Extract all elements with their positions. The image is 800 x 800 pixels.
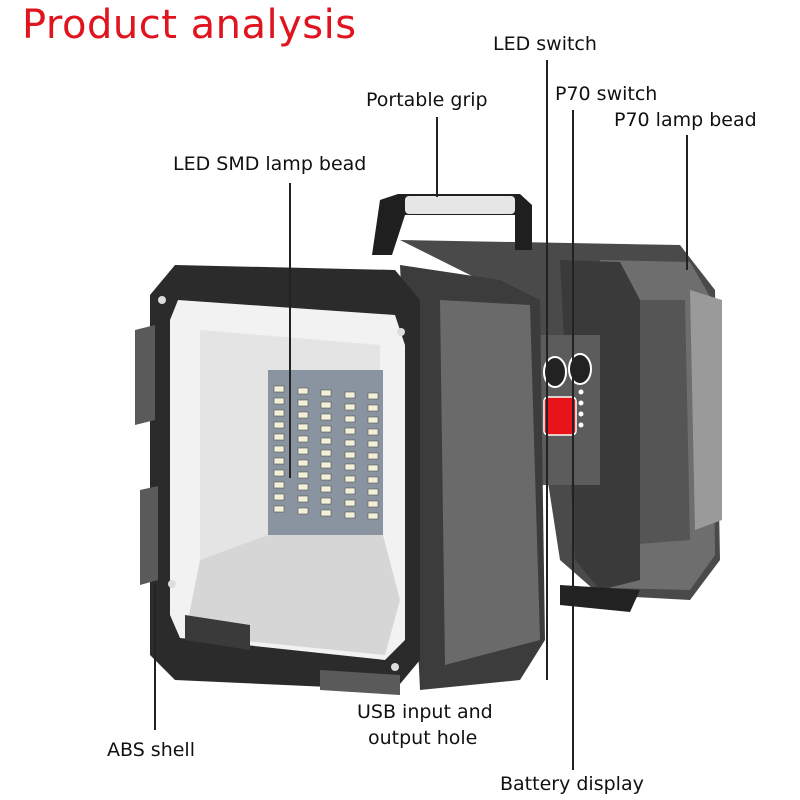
callout-abs-shell: ABS shell xyxy=(107,739,195,761)
page-title: Product analysis xyxy=(22,2,357,48)
callout-p70-lamp-bead: P70 lamp bead xyxy=(614,109,757,131)
leader-line-p70-lamp-bead xyxy=(686,135,688,270)
callout-usb-line1: USB input and xyxy=(357,701,493,723)
leader-line-led-smd xyxy=(289,183,291,478)
callout-usb-line2: output hole xyxy=(368,727,478,749)
callout-p70-switch: P70 switch xyxy=(555,83,658,105)
callout-portable-grip: Portable grip xyxy=(366,89,488,111)
leader-line-p70-switch xyxy=(572,110,574,770)
callout-led-smd-lamp-bead: LED SMD lamp bead xyxy=(173,153,367,175)
callout-led-switch: LED switch xyxy=(493,33,597,55)
leader-line-led-switch xyxy=(546,60,548,680)
leader-line-abs-shell xyxy=(154,585,156,730)
callout-battery-display: Battery display xyxy=(500,773,644,795)
leader-line-portable-grip xyxy=(436,117,438,197)
